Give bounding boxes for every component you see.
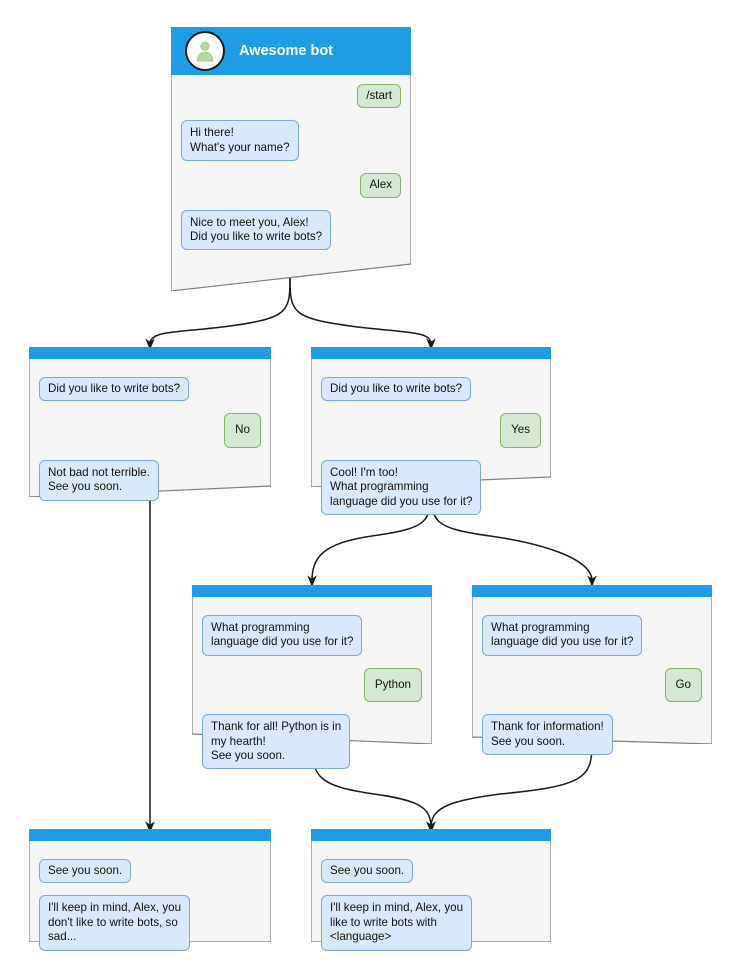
user-message-bubble[interactable]: Go	[664, 667, 702, 703]
bot-message-bubble[interactable]: Hi there! What's your name?	[181, 120, 299, 162]
message-row: See you soon.	[321, 859, 541, 884]
user-message-bubble[interactable]: No	[224, 413, 261, 448]
node-titlebar	[192, 585, 432, 606]
message-row: Not bad not terrible. See you soon.	[39, 459, 261, 501]
message-row: What programming language did you use fo…	[202, 615, 422, 656]
user-message-bubble[interactable]: Python	[363, 667, 422, 703]
bot-message-bubble[interactable]: What programming language did you use fo…	[202, 615, 363, 656]
message-row: Did you like to write bots?	[39, 377, 261, 402]
node-titlebar	[472, 585, 712, 606]
bot-message-bubble[interactable]: Did you like to write bots?	[39, 377, 190, 402]
chat-node-end-happy[interactable]: See you soon. I'll keep in mind, Alex, y…	[311, 829, 551, 951]
bot-message-bubble[interactable]: Thank for information! See you soon.	[482, 714, 613, 756]
user-message-bubble[interactable]: Yes	[500, 413, 541, 448]
person-avatar-icon	[185, 31, 225, 71]
chat-node-python-branch[interactable]: What programming language did you use fo…	[192, 585, 432, 770]
bot-message-bubble[interactable]: See you soon.	[39, 859, 132, 884]
chat-node-go-branch[interactable]: What programming language did you use fo…	[472, 585, 712, 756]
message-row: Go	[482, 667, 702, 703]
message-list: What programming language did you use fo…	[472, 606, 712, 756]
message-row: Python	[202, 667, 422, 703]
message-row: I'll keep in mind, Alex, you don't like …	[39, 895, 261, 951]
node-titlebar	[311, 829, 551, 850]
message-row: Cool! I'm too! What programming language…	[321, 459, 541, 516]
bot-message-bubble[interactable]: Nice to meet you, Alex! Did you like to …	[181, 209, 332, 251]
bot-message-bubble[interactable]: What programming language did you use fo…	[482, 615, 643, 656]
node-titlebar	[311, 347, 551, 368]
message-row: Thank for information! See you soon.	[482, 714, 702, 756]
node-titlebar	[29, 347, 271, 368]
message-list: Did you like to write bots? No Not bad n…	[29, 368, 271, 501]
message-row: Alex	[181, 173, 401, 198]
bot-message-bubble[interactable]: Did you like to write bots?	[321, 377, 472, 402]
node-titlebar: Awesome bot	[171, 27, 411, 75]
message-row: I'll keep in mind, Alex, you like to wri…	[321, 895, 541, 951]
node-titlebar	[29, 829, 271, 850]
bot-message-bubble[interactable]: See you soon.	[321, 859, 414, 884]
user-message-bubble[interactable]: /start	[357, 84, 401, 109]
message-row: Yes	[321, 413, 541, 448]
bot-message-bubble[interactable]: I'll keep in mind, Alex, you like to wri…	[321, 895, 473, 951]
message-row: What programming language did you use fo…	[482, 615, 702, 656]
bot-message-bubble[interactable]: Thank for all! Python is in my hearth! S…	[202, 714, 351, 770]
chat-node-root[interactable]: Awesome bot /start Hi there! What's your…	[171, 27, 411, 291]
chat-node-end-sad[interactable]: See you soon. I'll keep in mind, Alex, y…	[29, 829, 271, 951]
message-list: What programming language did you use fo…	[192, 606, 432, 770]
message-list: See you soon. I'll keep in mind, Alex, y…	[29, 850, 271, 951]
bot-message-bubble[interactable]: Cool! I'm too! What programming language…	[321, 459, 482, 516]
message-row: Thank for all! Python is in my hearth! S…	[202, 714, 422, 770]
bot-message-bubble[interactable]: I'll keep in mind, Alex, you don't like …	[39, 895, 191, 951]
message-row: Did you like to write bots?	[321, 377, 541, 402]
message-row: Nice to meet you, Alex! Did you like to …	[181, 209, 401, 251]
message-list: Did you like to write bots? Yes Cool! I'…	[311, 368, 551, 516]
bot-message-bubble[interactable]: Not bad not terrible. See you soon.	[39, 459, 159, 501]
message-row: Hi there! What's your name?	[181, 120, 401, 162]
chat-node-no-branch[interactable]: Did you like to write bots? No Not bad n…	[29, 347, 271, 501]
bot-name-label: Awesome bot	[239, 43, 334, 59]
message-row: No	[39, 413, 261, 448]
chat-node-yes-branch[interactable]: Did you like to write bots? Yes Cool! I'…	[311, 347, 551, 516]
message-row: See you soon.	[39, 859, 261, 884]
user-message-bubble[interactable]: Alex	[360, 173, 401, 198]
message-list: See you soon. I'll keep in mind, Alex, y…	[311, 850, 551, 951]
message-row: /start	[181, 84, 401, 109]
message-list: /start Hi there! What's your name? Alex …	[171, 75, 411, 251]
